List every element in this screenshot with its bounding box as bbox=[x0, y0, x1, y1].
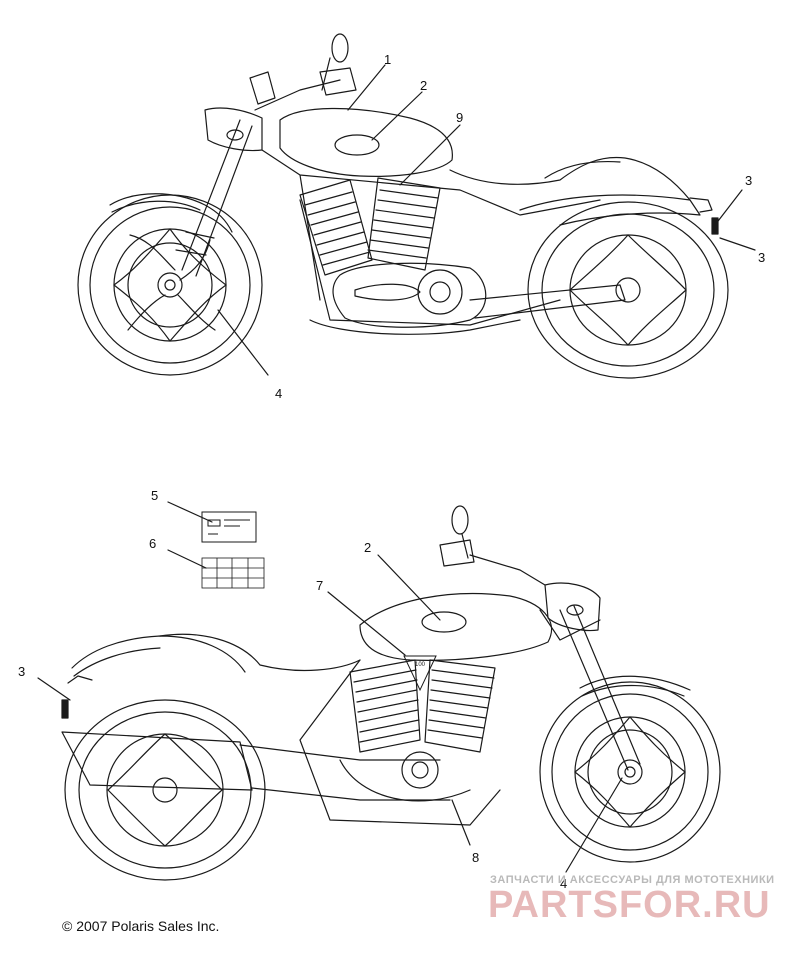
callout-3-bottom: 3 bbox=[18, 664, 25, 679]
leader-line-2-bottom bbox=[377, 554, 441, 621]
leader-line-1 bbox=[347, 64, 386, 111]
rear-wheel-top bbox=[527, 201, 729, 379]
copyright-notice: © 2007 Polaris Sales Inc. bbox=[62, 918, 220, 934]
decal-7-badge: 100 bbox=[403, 655, 437, 692]
callout-7: 7 bbox=[316, 578, 323, 593]
callout-2-bottom: 2 bbox=[364, 540, 371, 555]
callout-4-bottom: 4 bbox=[560, 876, 567, 891]
leader-line-3-bottom bbox=[37, 677, 71, 701]
motorcycle-left-side-view bbox=[37, 501, 721, 881]
motorcycle-right-side-view bbox=[77, 33, 756, 379]
callout-8: 8 bbox=[472, 850, 479, 865]
leader-line-8 bbox=[451, 799, 471, 846]
decal-5-warning-label bbox=[201, 511, 257, 543]
watermark-tagline: ЗАПЧАСТИ И АКСЕССУАРЫ ДЛЯ МОТОТЕХНИКИ bbox=[490, 874, 775, 886]
callout-9-top: 9 bbox=[456, 110, 463, 125]
leader-line-2 bbox=[371, 91, 423, 141]
callout-6: 6 bbox=[149, 536, 156, 551]
decal-7-badge-text: 100 bbox=[415, 662, 426, 668]
leader-line-4-top bbox=[217, 309, 269, 376]
callout-1-top: 1 bbox=[384, 52, 391, 67]
callout-5: 5 bbox=[151, 488, 158, 503]
callout-4-top: 4 bbox=[275, 386, 282, 401]
callout-2-top: 2 bbox=[420, 78, 427, 93]
leader-line-3a bbox=[714, 189, 743, 226]
engine-top bbox=[299, 177, 487, 328]
engine-bottom bbox=[339, 659, 496, 802]
leader-line-3b bbox=[719, 237, 756, 251]
callout-3-top-a: 3 bbox=[745, 173, 752, 188]
leader-line-5 bbox=[167, 501, 213, 523]
front-wheel-bottom bbox=[539, 681, 721, 863]
leader-line-4-bottom bbox=[565, 777, 623, 873]
leader-line-7 bbox=[327, 591, 406, 656]
leader-line-9 bbox=[399, 124, 461, 186]
front-wheel-top bbox=[77, 194, 263, 376]
watermark-logo: PARTSFOR.RU bbox=[488, 884, 771, 926]
callout-3-top-b: 3 bbox=[758, 250, 765, 265]
decal-6-tire-label bbox=[201, 557, 265, 589]
leader-line-6 bbox=[167, 549, 207, 569]
